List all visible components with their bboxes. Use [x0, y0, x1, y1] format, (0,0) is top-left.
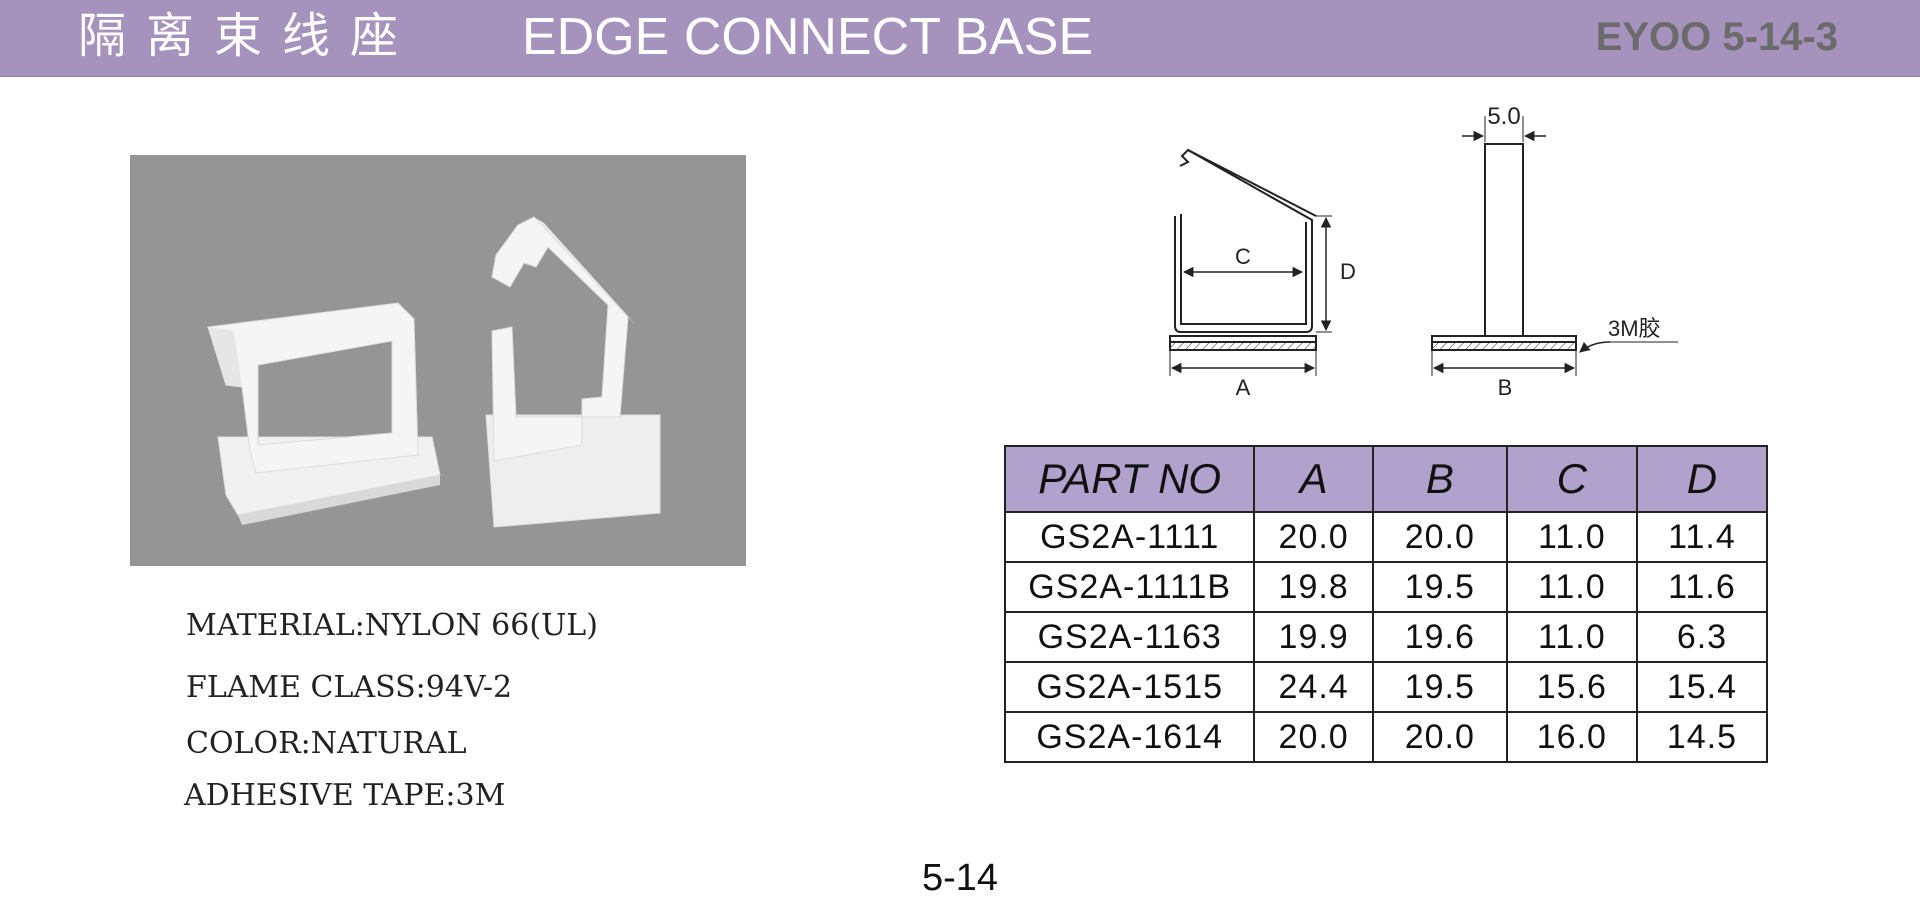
cell-c: 11.0 — [1505, 611, 1638, 663]
cell-b: 19.6 — [1371, 611, 1508, 663]
side-base-tape — [1431, 341, 1577, 351]
cell-d: 11.6 — [1635, 561, 1769, 613]
cell-d: 6.3 — [1635, 611, 1769, 663]
col-header-a: A — [1253, 445, 1374, 513]
cell-c: 16.0 — [1505, 711, 1638, 763]
cell-part-no: GS2A-1111 — [1003, 511, 1256, 563]
cell-part-no: GS2A-1111B — [1003, 561, 1256, 613]
table-row: GS2A-1163 19.9 19.6 11.0 6.3 — [1003, 611, 1769, 663]
spec-color: COLOR:NATURAL — [186, 726, 467, 761]
page-number: 5-14 — [921, 857, 999, 899]
tape-label: 3M胶 — [1608, 316, 1661, 341]
table-row: GS2A-1111B 19.8 19.5 11.0 11.6 — [1003, 561, 1769, 613]
cell-a: 19.8 — [1253, 561, 1374, 613]
front-base-tape — [1169, 341, 1317, 351]
header-banner: 隔离束线座 EDGE CONNECT BASE EYOO 5-14-3 — [0, 0, 1920, 77]
dimensions-table: PART NO A B C D GS2A-1111 20.0 20.0 11.0… — [1003, 445, 1769, 763]
cell-a: 20.0 — [1253, 711, 1374, 763]
table-row: GS2A-1515 24.4 19.5 15.6 15.4 — [1003, 661, 1769, 713]
cell-d: 11.4 — [1635, 511, 1769, 563]
col-header-c: C — [1505, 445, 1638, 513]
technical-drawing: A C D B 5.0 3M胶 — [1150, 96, 1710, 406]
cell-c: 11.0 — [1505, 561, 1638, 613]
cell-d: 14.5 — [1635, 711, 1769, 763]
cell-a: 24.4 — [1253, 661, 1374, 713]
col-header-d: D — [1635, 445, 1769, 513]
spec-flame-class: FLAME CLASS:94V-2 — [186, 670, 513, 705]
title-english: EDGE CONNECT BASE — [522, 8, 1094, 66]
dim-label-d: D — [1340, 259, 1356, 284]
cell-b: 20.0 — [1371, 711, 1508, 763]
cell-d: 15.4 — [1635, 661, 1769, 713]
spec-material: MATERIAL:NYLON 66(UL) — [186, 608, 598, 643]
dim-width: 5.0 — [1487, 103, 1520, 130]
cell-part-no: GS2A-1515 — [1003, 661, 1256, 713]
dim-label-b: B — [1498, 375, 1513, 400]
col-header-b: B — [1371, 445, 1508, 513]
side-view-stem — [1484, 143, 1524, 337]
table-row: GS2A-1111 20.0 20.0 11.0 11.4 — [1003, 511, 1769, 563]
cell-b: 19.5 — [1371, 661, 1508, 713]
cell-part-no: GS2A-1614 — [1003, 711, 1256, 763]
cell-b: 19.5 — [1371, 561, 1508, 613]
catalog-code: EYOO 5-14-3 — [1595, 15, 1838, 59]
cell-c: 15.6 — [1505, 661, 1638, 713]
cell-part-no: GS2A-1163 — [1003, 611, 1256, 663]
table-row: GS2A-1614 20.0 20.0 16.0 14.5 — [1003, 711, 1769, 763]
table-header-row: PART NO A B C D — [1003, 445, 1769, 513]
cell-c: 11.0 — [1505, 511, 1638, 563]
cell-a: 20.0 — [1253, 511, 1374, 563]
front-view — [1174, 148, 1317, 333]
dim-label-a: A — [1236, 375, 1251, 400]
cell-b: 20.0 — [1371, 511, 1508, 563]
product-photo — [130, 155, 746, 566]
spec-adhesive-tape: ADHESIVE TAPE:3M — [184, 778, 506, 813]
cell-a: 19.9 — [1253, 611, 1374, 663]
dim-label-c: C — [1235, 244, 1251, 269]
title-chinese: 隔离束线座 — [78, 8, 419, 64]
col-header-part-no: PART NO — [1003, 445, 1256, 513]
